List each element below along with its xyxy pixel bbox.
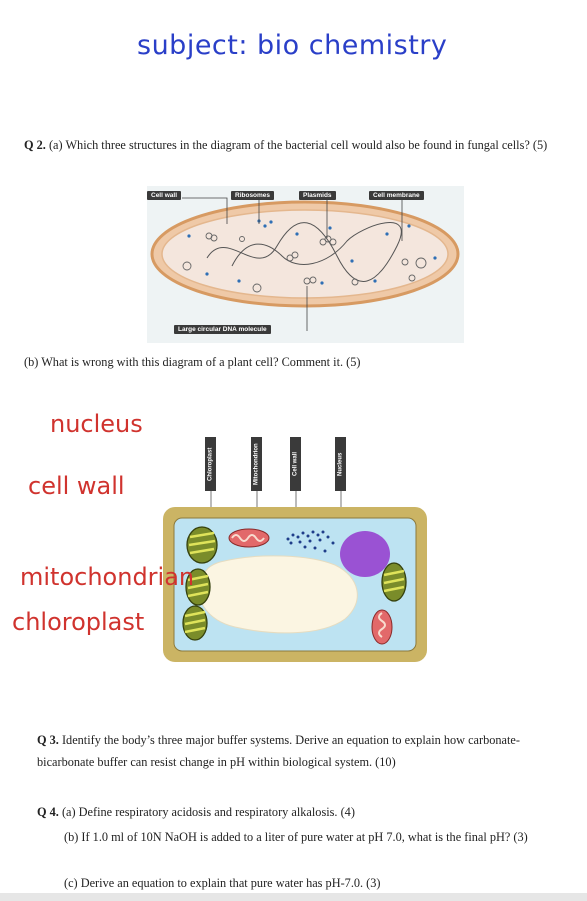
label-leader-lines <box>182 197 403 331</box>
label-dna-molecule: Large circular DNA molecule <box>174 325 271 334</box>
q2-part-b: (b) What is wrong with this diagram of a… <box>24 355 361 369</box>
label-cell-membrane: Cell membrane <box>369 191 424 200</box>
q4-part-c: (c) Derive an equation to explain that p… <box>64 876 381 890</box>
plant-cell-diagram: Chloroplast Mitochondrion Cell wall Nucl… <box>160 437 430 667</box>
q2-part-a-text: (a) Which three structures in the diagra… <box>48 138 548 152</box>
chloroplast-right <box>381 562 407 602</box>
label-plasmids: Plasmids <box>299 191 336 200</box>
chloroplast-top-left <box>186 526 218 564</box>
dna-molecule <box>206 222 402 282</box>
plant-nucleus <box>340 531 390 577</box>
mitochondrion-top <box>228 528 270 548</box>
label-cell-wall: Cell wall <box>147 191 182 200</box>
q4-part-b: (b) If 1.0 ml of 10N NaOH is added to a … <box>64 830 528 844</box>
handwritten-answer-2: cell wall <box>28 472 125 500</box>
ribosome-dots <box>187 219 437 285</box>
bacterial-cell-diagram: Cell wall Ribosomes Plasmids Cell membra… <box>147 186 464 343</box>
cell-membrane-outline <box>161 209 449 299</box>
handwritten-answer-3: mitochondrian <box>20 563 195 591</box>
page-bottom-bar <box>0 893 587 901</box>
q4-part-a-text: (a) Define respiratory acidosis and resp… <box>61 805 355 819</box>
chloroplast-bottom-left <box>182 605 208 641</box>
plant-vacuole <box>198 555 358 634</box>
subject-heading: subject: bio chemistry <box>137 30 448 61</box>
bacterial-cell-svg <box>150 197 460 331</box>
mitochondrion-right <box>371 609 393 645</box>
plasmid-rings <box>182 232 427 293</box>
chloroplast-left-mid <box>185 568 211 606</box>
label-ribosomes: Ribosomes <box>231 191 275 200</box>
q3: Q 3. Identify the body’s three major buf… <box>37 729 557 773</box>
q2-number: Q 2. <box>24 138 46 152</box>
q4-part-a: Q 4. (a) Define respiratory acidosis and… <box>37 801 557 823</box>
q4-number: Q 4. <box>37 805 59 819</box>
q3-number: Q 3. <box>37 733 59 747</box>
handwritten-answer-1: nucleus <box>50 410 143 438</box>
plant-cell-svg <box>163 491 427 662</box>
q3-text: Identify the body’s three major buffer s… <box>37 733 520 769</box>
handwritten-answer-4: chloroplast <box>12 608 145 636</box>
q2-part-a: Q 2. (a) Which three structures in the d… <box>24 134 580 156</box>
ribosome-cluster <box>286 530 335 553</box>
